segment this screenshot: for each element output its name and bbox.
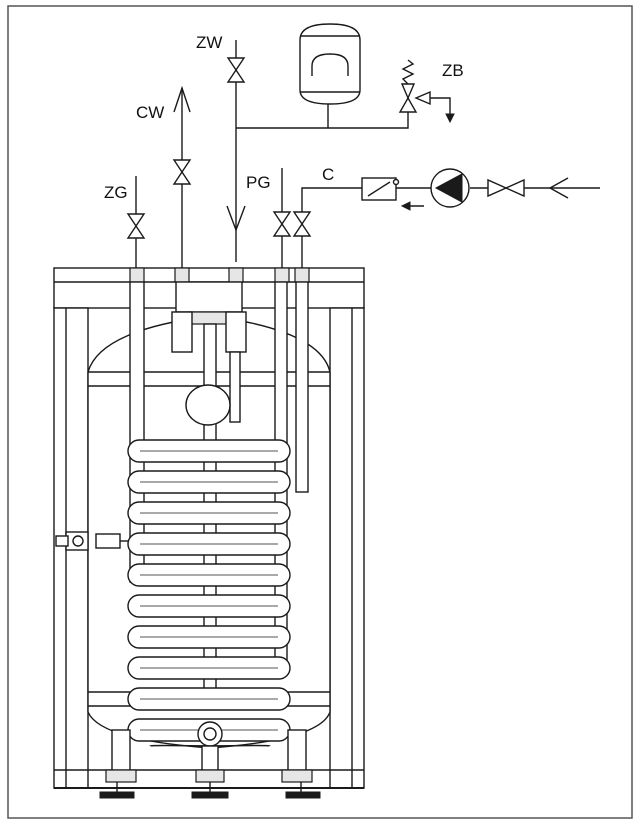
stub-zw: [228, 267, 244, 283]
circulation-valve: [487, 178, 525, 198]
label-c: C: [322, 165, 334, 184]
zw-valve: [226, 57, 246, 83]
safety-valve: [398, 59, 455, 124]
foot-center: [191, 745, 229, 799]
branch-pipe: [236, 112, 409, 129]
stub-c: [294, 267, 310, 283]
stub-cw: [174, 267, 190, 283]
return-arrow-icon: [548, 177, 569, 199]
thermometer-port: [55, 531, 128, 551]
label-cw: CW: [136, 103, 164, 122]
label-zb: ZB: [442, 61, 464, 80]
flow-arrow-icon: [400, 201, 424, 211]
pg-valve: [272, 211, 292, 237]
expansion-vessel: [299, 23, 361, 105]
label-zg: ZG: [104, 183, 128, 202]
foot-right: [281, 729, 321, 799]
flange-nut: [187, 311, 231, 325]
heating-coil: [127, 439, 291, 747]
foot-left: [99, 729, 137, 799]
label-pg: PG: [246, 173, 271, 192]
inspection-flange: [175, 281, 243, 313]
zg-valve: [126, 213, 146, 239]
check-valve: [361, 177, 400, 201]
cw-valve: [172, 159, 192, 185]
c-dip-tube: [295, 281, 309, 493]
stub-zg: [129, 267, 145, 283]
anode-ball: [185, 384, 231, 426]
label-zw: ZW: [196, 33, 222, 52]
c-valve: [292, 211, 312, 237]
circulation-line: [301, 187, 600, 270]
circulation-pump: [430, 168, 470, 208]
stub-pg: [274, 267, 290, 283]
right-post: [329, 307, 365, 789]
